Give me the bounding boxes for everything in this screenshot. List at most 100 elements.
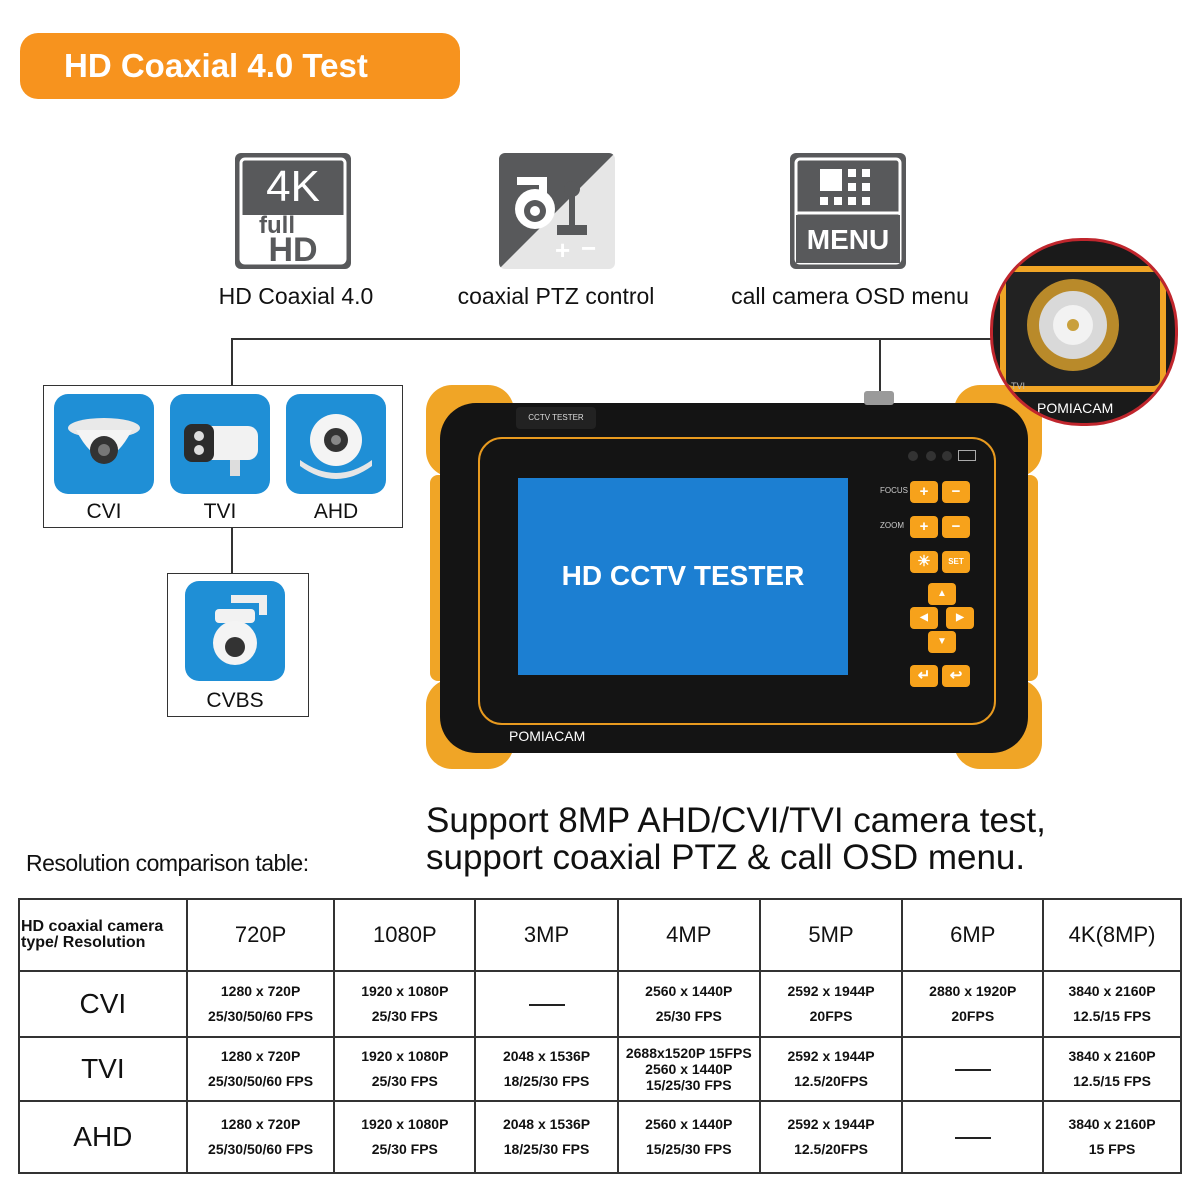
cell-line: 2560 x 1440P	[645, 983, 733, 999]
cell-line: 3840 x 2160P	[1068, 983, 1156, 999]
cell-line: 20FPS	[809, 1008, 853, 1024]
resolution-table: HD coaxial camera type/ Resolution 720P …	[18, 898, 1182, 1174]
not-supported-dash	[528, 1003, 565, 1006]
screen-text: HD CCTV TESTER	[561, 560, 805, 591]
table-cell: 1280 x 720P 25/30/50/60 FPS	[185, 1100, 336, 1174]
table-cell: 1920 x 1080P 25/30 FPS	[333, 1100, 477, 1174]
cell-line: 25/30/50/60 FPS	[208, 1073, 314, 1089]
row-header: TVI	[18, 1036, 188, 1102]
focus-label: FOCUS	[880, 486, 908, 495]
set-button[interactable]: SET	[942, 551, 970, 573]
not-supported-dash	[954, 1068, 991, 1071]
icon-4k-text: 4K	[266, 162, 320, 211]
headline-line-2: support coaxial PTZ & call OSD menu.	[426, 838, 1026, 877]
ptz-camera-icon	[185, 581, 285, 681]
cell-line: 25/30 FPS	[371, 1073, 438, 1089]
icon-full-text: full	[259, 212, 295, 239]
connector-line-device	[879, 338, 881, 394]
banner-title: HD Coaxial 4.0 Test	[64, 47, 368, 84]
camera-label-tvi: TVI	[203, 500, 237, 523]
cell-line: 15/25/30 FPS	[645, 1077, 732, 1093]
left-arrow-button[interactable]: ◀	[910, 607, 938, 629]
enter-button[interactable]: ↵	[910, 665, 938, 687]
cell-line: 2048 x 1536P	[502, 1048, 591, 1064]
row-header: CVI	[18, 970, 188, 1038]
cctv-tester-device: CCTV TESTER HD CCTV TESTER FOCUS + − ZOO…	[426, 385, 1042, 771]
device-brand: POMIACAM	[509, 728, 586, 744]
table-cell	[901, 1100, 1045, 1174]
table-cell: 2048 x 1536P 18/25/30 FPS	[474, 1100, 619, 1174]
indicator-led	[926, 451, 936, 461]
down-arrow-button[interactable]: ▼	[928, 631, 956, 653]
cell-line: 2880 x 1920P	[929, 983, 1017, 999]
cell-line: 1280 x 720P	[220, 983, 301, 999]
table-header-row: HD coaxial camera type/ Resolution 720P …	[18, 898, 1182, 972]
cell-line: 25/30 FPS	[371, 1008, 438, 1024]
cell-line: 20FPS	[951, 1008, 995, 1024]
column-header: 4K(8MP)	[1042, 898, 1182, 972]
not-supported-dash	[954, 1136, 991, 1139]
table-cell: 1280 x 720P 25/30/50/60 FPS	[185, 970, 336, 1038]
table-cell: 3840 x 2160P 12.5/15 FPS	[1042, 970, 1182, 1038]
light-button[interactable]: ☀	[910, 551, 938, 573]
bnc-connector	[864, 391, 894, 405]
battery-icon	[958, 450, 976, 461]
cell-line: 25/30 FPS	[655, 1008, 722, 1024]
table-cell: 2880 x 1920P 20FPS	[901, 970, 1045, 1038]
dome-camera-icon	[54, 394, 154, 494]
camera-label-cvbs: CVBS	[206, 689, 264, 712]
column-header: 4MP	[616, 898, 761, 972]
focus-minus-button[interactable]: −	[942, 481, 970, 503]
cell-line: 12.5/15 FPS	[1073, 1008, 1151, 1024]
feature-label-osd: call camera OSD menu	[731, 283, 969, 309]
table-caption: Resolution comparison table:	[26, 850, 309, 876]
cell-line: 3840 x 2160P	[1068, 1116, 1156, 1132]
cell-line: 2048 x 1536P	[502, 1116, 591, 1132]
cell-line: 2560 x 1440P	[645, 1116, 733, 1132]
table-cell: 2560 x 1440P 25/30 FPS	[616, 970, 761, 1038]
camera-type-group: CVI TVI AHD	[43, 385, 403, 528]
device-body: CCTV TESTER HD CCTV TESTER FOCUS + − ZOO…	[440, 403, 1028, 753]
plus-sign: +	[555, 235, 570, 265]
cell-line: 25/30/50/60 FPS	[208, 1008, 314, 1024]
cell-line: 15/25/30 FPS	[645, 1141, 732, 1157]
cell-line: 3840 x 2160P	[1068, 1048, 1156, 1064]
focus-plus-button[interactable]: +	[910, 481, 938, 503]
cell-line: 25/30/50/60 FPS	[208, 1141, 314, 1157]
column-header: 5MP	[758, 898, 904, 972]
device-top-label: CCTV TESTER	[516, 407, 596, 429]
zoom-plus-button[interactable]: +	[910, 516, 938, 538]
cell-line: 18/25/30 FPS	[503, 1073, 590, 1089]
camera-label-ahd: AHD	[313, 500, 359, 523]
menu-icon: MENU	[790, 153, 906, 269]
zoom-label: ZOOM	[880, 521, 904, 530]
cell-line: 25/30 FPS	[371, 1141, 438, 1157]
icon-hd-text: HD	[268, 231, 317, 269]
cell-line: 18/25/30 FPS	[503, 1141, 590, 1157]
bullet-camera-icon	[170, 394, 270, 494]
back-button[interactable]: ↩	[942, 665, 970, 687]
4k-full-hd-icon: 4K full HD	[235, 153, 351, 269]
zoom-minus-button[interactable]: −	[942, 516, 970, 538]
right-arrow-button[interactable]: ▶	[946, 607, 974, 629]
cvbs-camera-group: CVBS	[167, 573, 309, 717]
cell-line: 1280 x 720P	[220, 1116, 301, 1132]
cell-line: 1920 x 1080P	[361, 1116, 449, 1132]
column-header: 6MP	[901, 898, 1045, 972]
connector-line-left	[231, 338, 233, 386]
table-row: CVI 1280 x 720P 25/30/50/60 FPS 1920 x 1080…	[18, 970, 1182, 1038]
up-arrow-button[interactable]: ▲	[928, 583, 956, 605]
headline-line-1: Support 8MP AHD/CVI/TVI camera test,	[426, 801, 1046, 840]
feature-label-ptz: coaxial PTZ control	[457, 283, 655, 309]
indicator-led	[942, 451, 952, 461]
headline: Support 8MP AHD/CVI/TVI camera test, sup…	[426, 802, 1046, 876]
corner-header-line-1: HD coaxial camera	[21, 918, 164, 935]
column-header: 720P	[185, 898, 336, 972]
cell-line: 2560 x 1440P	[645, 1061, 733, 1077]
